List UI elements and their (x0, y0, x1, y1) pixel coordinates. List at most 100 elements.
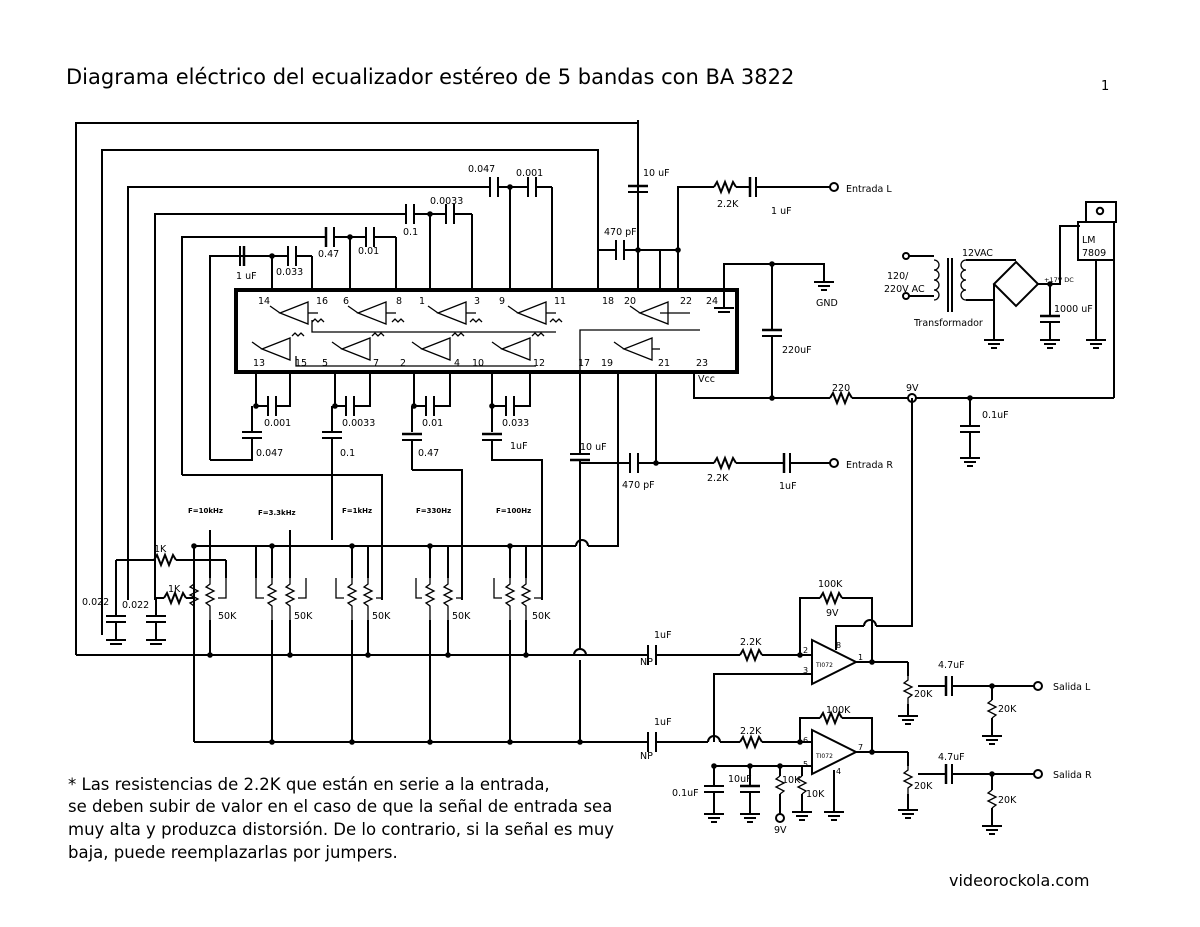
bottom-cap-labels: 0.001 0.0033 0.01 0.033 1uF 0.047 0.1 0.… (256, 418, 529, 459)
cap-label: 0.01 (422, 418, 443, 429)
pot-value: 50K (452, 611, 471, 622)
footer-note: * Las resistencias de 2.2K que están en … (68, 775, 614, 862)
output-left-label: Salida L (1053, 682, 1091, 693)
cap-label: 0.1 (403, 227, 418, 238)
pot-symbols (188, 578, 543, 620)
cap-label: 220uF (782, 345, 812, 356)
cap-label: 0.022 (82, 597, 109, 608)
resistor-label: 10K (782, 775, 801, 786)
pin-label: 8 (396, 296, 402, 307)
pin-label: 17 (578, 358, 590, 369)
pin-label: 2 (400, 358, 406, 369)
opamp-pin: 5 (803, 760, 808, 769)
pin-label: 6 (343, 296, 349, 307)
pin-label: 21 (658, 358, 670, 369)
cap-label: 0.022 (122, 600, 149, 611)
pin-label: 13 (253, 358, 265, 369)
pin-label: 11 (554, 296, 566, 307)
regulator-label-1: LM (1082, 235, 1096, 246)
opamp-pin: 6 (803, 736, 808, 745)
supply-label: 9V (826, 608, 839, 619)
band-label: F=330Hz (416, 507, 451, 515)
input-right-label: Entrada R (846, 460, 893, 471)
pin-label: 18 (602, 296, 614, 307)
resistor-label: 2.2K (707, 473, 729, 484)
output-right-labels: 1uF NP 2.2K 100K TI072 6 5 4 7 0.1uF 10u… (640, 705, 1092, 836)
gnd-label: GND (816, 298, 838, 309)
resistor-label: 2.2K (717, 199, 739, 210)
bottom-junctions (253, 403, 495, 409)
input-right-junctions (653, 460, 659, 466)
band-label: F=100Hz (496, 507, 531, 515)
input-left-label: Entrada L (846, 184, 892, 195)
band-return-wires (75, 122, 639, 655)
transformer-label: Transformador (913, 318, 983, 329)
cap-label: 4.7uF (938, 752, 965, 763)
cap-label: 0.47 (318, 249, 339, 260)
opamp-pin: 1 (858, 653, 863, 662)
supply-labels: GND 220uF 220 9V 0.1uF (782, 298, 1009, 421)
psu-junctions (1047, 281, 1053, 287)
top-junctions (269, 184, 513, 259)
np-label: NP (640, 751, 653, 762)
resistor-label: 1K (168, 584, 181, 595)
pin-label: 12 (533, 358, 545, 369)
ic-supply (693, 263, 1114, 467)
cap-label: 0.01 (358, 246, 379, 257)
pin-label: 15 (295, 358, 307, 369)
cap-label: 0.1uF (982, 410, 1009, 421)
vcc-label: Vcc (698, 374, 715, 385)
filter-cap-label: 1000 uF (1054, 304, 1093, 315)
resistor-label: 20K (998, 704, 1017, 715)
pin-label: 3 (474, 296, 480, 307)
diagram-title: Diagrama eléctrico del ecualizador estér… (66, 65, 794, 89)
cap-label: 0.047 (468, 164, 495, 175)
pot-value: 50K (532, 611, 551, 622)
cap-label: 1 uF (771, 206, 792, 217)
output-left-labels: 1uF NP 2.2K 100K 9V TI072 2 3 8 1 20K 4.… (640, 579, 1091, 715)
input-left-network (597, 120, 839, 290)
pot-value: 50K (218, 611, 237, 622)
website-label: videorockola.com (949, 871, 1090, 890)
pot-value: 50K (372, 611, 391, 622)
pin-label: 10 (472, 358, 484, 369)
pot-label: 20K (914, 689, 933, 700)
mains-label-2: 220V AC (884, 284, 925, 295)
cap-label: 470 pF (604, 227, 637, 238)
resistor-label: 220 (832, 383, 850, 394)
resistor-label: 1K (154, 544, 167, 555)
output-right-junctions (711, 739, 995, 777)
output-right-label: Salida R (1053, 770, 1092, 781)
cap-label: 0.1 (340, 448, 355, 459)
cap-label: 10 uF (580, 442, 607, 453)
pin-label: 19 (601, 358, 613, 369)
ic-pin-labels: 14 16 6 8 1 3 9 11 18 20 22 24 13 15 5 7… (253, 296, 718, 385)
pin-label: 1 (419, 296, 425, 307)
cap-label: 0.001 (516, 168, 543, 179)
pot-label: 20K (914, 781, 933, 792)
pot-junctions (191, 543, 583, 745)
potentiometer-bank (76, 530, 648, 743)
note-line: * Las resistencias de 2.2K que están en … (68, 775, 550, 794)
band-label: F=10kHz (188, 507, 223, 515)
resistor-label: 100K (826, 705, 851, 716)
cap-label: 0.0033 (342, 418, 375, 429)
cap-label: 1uF (654, 630, 672, 641)
pin-label: 14 (258, 296, 270, 307)
band-label: F=3.3kHz (258, 509, 296, 517)
resistor-label: 2.2K (740, 726, 762, 737)
resistor-label: 100K (818, 579, 843, 590)
resistor-label: 2.2K (740, 637, 762, 648)
pin-label: 7 (373, 358, 379, 369)
secondary-label: 12VAC (962, 248, 993, 259)
input-left-labels: 10 uF 470 pF 2.2K 1 uF Entrada L (604, 168, 892, 238)
power-supply (902, 201, 1117, 398)
cap-label: 0.001 (264, 418, 291, 429)
cap-label: 1uF (510, 441, 528, 452)
note-line: baja, puede reemplazarlas por jumpers. (68, 843, 398, 862)
opamp-pin: 3 (803, 666, 808, 675)
cap-label: 0.47 (418, 448, 439, 459)
pin-label: 24 (706, 296, 718, 307)
resistor-label: 20K (998, 795, 1017, 806)
pin-label: 5 (322, 358, 328, 369)
